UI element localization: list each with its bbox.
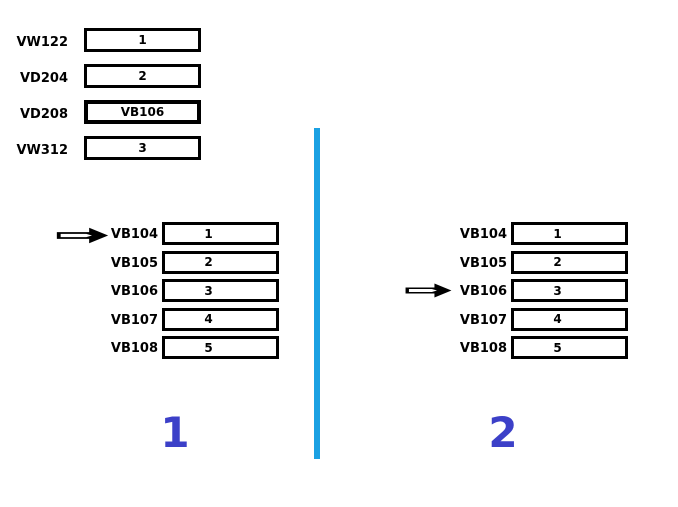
register-value: 1 bbox=[138, 33, 147, 47]
register-value-box: 1 bbox=[84, 28, 201, 52]
memory-cell-value: 4 bbox=[553, 312, 562, 326]
register-label: VW122 bbox=[16, 34, 68, 50]
register-value: VB106 bbox=[120, 105, 165, 119]
register-list: VW122 1 VD204 2 VD208 VB106 VW312 3 bbox=[0, 28, 201, 172]
memory-address-label: VB104 bbox=[459, 227, 507, 242]
memory-cell-box: 2 bbox=[511, 250, 628, 274]
memory-panel-2: VB104 1 VB105 2 VB106 3 VB107 4 VB108 bbox=[349, 222, 628, 365]
memory-row: VB107 4 bbox=[0, 307, 279, 331]
step-number-1: 1 bbox=[160, 408, 190, 457]
memory-cell-box: 5 bbox=[162, 336, 279, 359]
memory-cell-box: 5 bbox=[511, 336, 628, 359]
memory-address-label: VB107 bbox=[459, 312, 507, 328]
register-value: 2 bbox=[138, 69, 147, 83]
register-label: VD204 bbox=[20, 70, 68, 86]
memory-row: VB105 2 bbox=[0, 250, 279, 274]
memory-cell-value: 2 bbox=[553, 255, 562, 269]
register-row: VW122 1 bbox=[0, 28, 201, 52]
right-block-arrow-icon bbox=[55, 226, 110, 249]
memory-row: VB105 2 bbox=[349, 250, 628, 274]
memory-address-label: VB107 bbox=[110, 312, 158, 328]
memory-address-label: VB106 bbox=[459, 284, 507, 299]
memory-address-label: VB104 bbox=[110, 227, 158, 242]
memory-row: VB104 1 bbox=[349, 222, 628, 245]
memory-cell-value: 3 bbox=[204, 283, 213, 298]
memory-cell-value: 3 bbox=[553, 283, 562, 298]
memory-cell-box: 4 bbox=[162, 307, 279, 331]
divider-line bbox=[314, 128, 320, 459]
register-row: VD208 VB106 bbox=[0, 100, 201, 124]
memory-cell-value: 5 bbox=[204, 340, 213, 355]
memory-cell-value: 5 bbox=[553, 340, 562, 355]
memory-cell-value: 1 bbox=[553, 226, 562, 241]
register-value-box: VB106 bbox=[84, 100, 201, 124]
memory-row: VB108 5 bbox=[349, 336, 628, 359]
memory-cell-box: 1 bbox=[162, 222, 279, 245]
memory-address-label: VB108 bbox=[459, 341, 507, 356]
memory-panel-1: VB104 1 VB105 2 VB106 3 VB107 4 VB108 bbox=[0, 222, 279, 365]
memory-address-label: VB108 bbox=[110, 341, 158, 356]
memory-row: VB104 1 bbox=[0, 222, 279, 245]
register-value: 3 bbox=[138, 141, 147, 155]
memory-row: VB106 3 bbox=[0, 279, 279, 302]
register-value-box: 2 bbox=[84, 64, 201, 88]
register-row: VW312 3 bbox=[0, 136, 201, 160]
memory-cell-value: 2 bbox=[204, 255, 213, 269]
memory-row: VB107 4 bbox=[349, 307, 628, 331]
register-value-box: 3 bbox=[84, 136, 201, 160]
register-row: VD204 2 bbox=[0, 64, 201, 88]
register-label: VD208 bbox=[20, 106, 68, 122]
step-number-2: 2 bbox=[488, 408, 518, 457]
memory-row: VB108 5 bbox=[0, 336, 279, 359]
memory-address-label: VB106 bbox=[110, 284, 158, 299]
right-block-arrow-icon bbox=[403, 282, 454, 303]
memory-address-label: VB105 bbox=[110, 255, 158, 271]
memory-cell-box: 2 bbox=[162, 250, 279, 274]
memory-cell-box: 3 bbox=[511, 279, 628, 302]
memory-cell-value: 1 bbox=[204, 226, 213, 241]
memory-row: VB106 3 bbox=[349, 279, 628, 302]
memory-address-label: VB105 bbox=[459, 255, 507, 271]
memory-cell-value: 4 bbox=[204, 312, 213, 326]
register-label: VW312 bbox=[16, 142, 68, 158]
memory-cell-box: 3 bbox=[162, 279, 279, 302]
memory-cell-box: 4 bbox=[511, 307, 628, 331]
memory-cell-box: 1 bbox=[511, 222, 628, 245]
